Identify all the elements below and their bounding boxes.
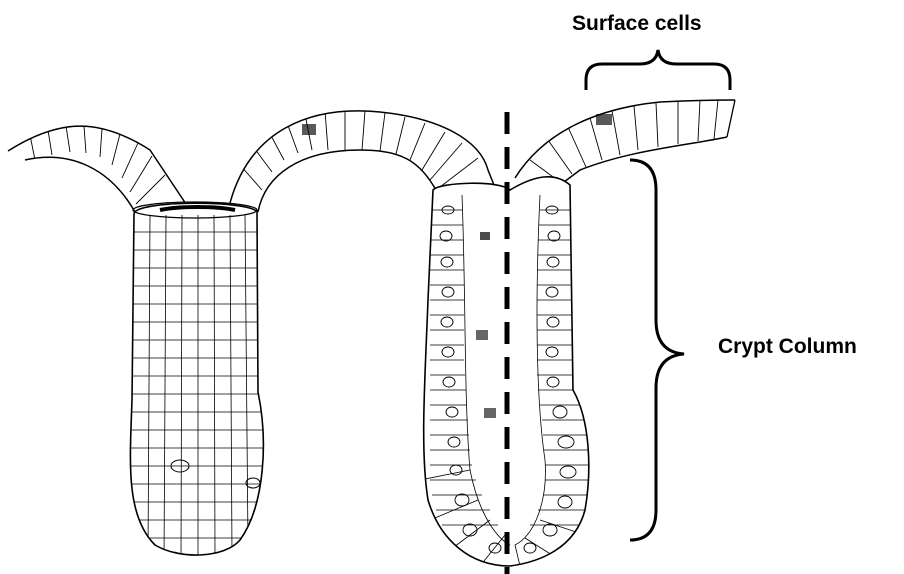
left-surface-epithelium — [8, 126, 190, 212]
left-crypt-column — [130, 202, 266, 562]
right-surface-epithelium — [515, 100, 735, 185]
surface-cells-label: Surface cells — [572, 12, 702, 36]
crypt-column-brace — [630, 160, 684, 540]
crypt-column-label: Crypt Column — [718, 335, 857, 359]
surface-cells-brace — [586, 50, 730, 90]
